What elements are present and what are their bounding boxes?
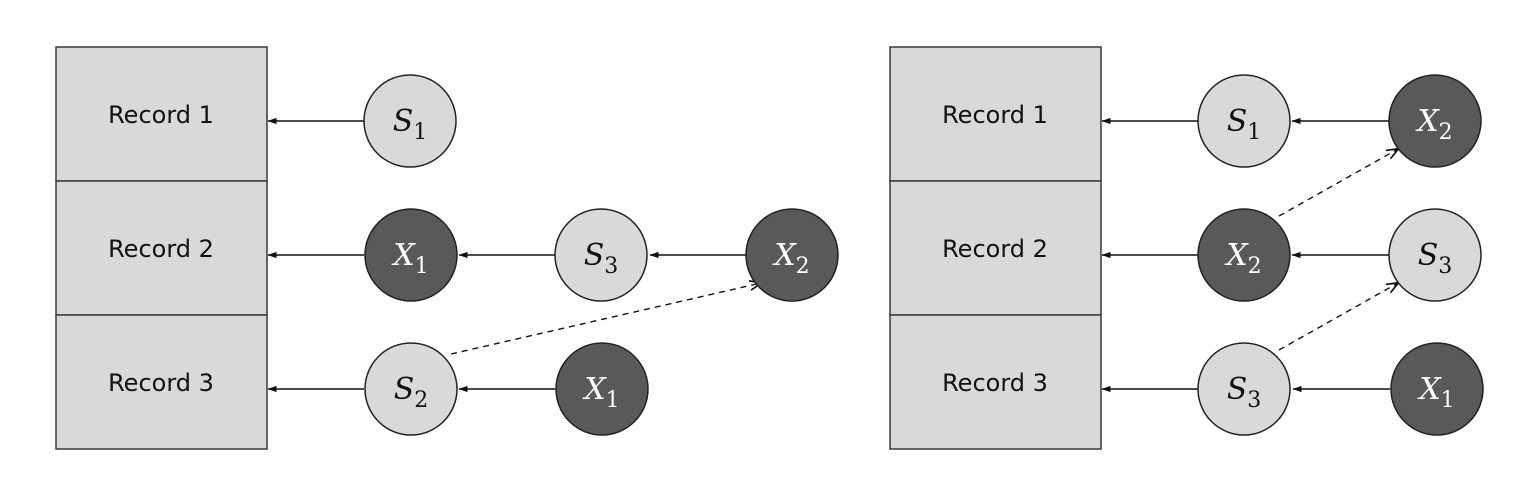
left-record-stack: Record 1 Record 2 Record 3 xyxy=(55,46,268,450)
svg-text:S3: S3 xyxy=(1418,238,1453,279)
node-sub: 3 xyxy=(1438,254,1452,279)
node-s3: S3 xyxy=(554,208,648,302)
left-edges xyxy=(267,117,761,393)
record-1-box xyxy=(889,46,1102,182)
node-s2: S2 xyxy=(364,342,458,436)
node-x2-middle: X2 xyxy=(1197,208,1291,302)
left-nodes: S1 X1 S3 X2 S2 X1 xyxy=(363,74,839,436)
node-x2: X2 xyxy=(745,208,839,302)
node-x2-top: X2 xyxy=(1388,74,1482,168)
node-sub: 2 xyxy=(1439,120,1453,145)
svg-text:X2: X2 xyxy=(772,238,809,279)
right-diagram: Record 1 Record 2 Record 3 S1 X2 xyxy=(889,46,1484,450)
svg-text:X1: X1 xyxy=(582,372,619,413)
record-3-label: Record 3 xyxy=(942,369,1048,397)
node-sub: 1 xyxy=(413,120,427,145)
svg-text:S1: S1 xyxy=(393,104,428,145)
record-3-label: Record 3 xyxy=(108,369,214,397)
right-record-stack: Record 1 Record 2 Record 3 xyxy=(889,46,1102,450)
node-var: S xyxy=(584,238,605,273)
node-sub: 1 xyxy=(1441,388,1455,413)
node-var: X xyxy=(582,372,607,407)
node-x1: X1 xyxy=(364,208,458,302)
node-sub: 2 xyxy=(414,388,428,413)
svg-text:S3: S3 xyxy=(584,238,619,279)
node-s3-bottom: S3 xyxy=(1197,342,1291,436)
node-sub: 3 xyxy=(604,254,618,279)
svg-text:S2: S2 xyxy=(394,372,429,413)
node-s1: S1 xyxy=(1197,74,1291,168)
record-3-box xyxy=(889,314,1102,450)
right-nodes: S1 X2 X2 S3 S3 X1 xyxy=(1197,74,1484,436)
node-var: S xyxy=(1227,372,1248,407)
node-sub: 2 xyxy=(1248,254,1262,279)
node-sub: 3 xyxy=(1247,388,1261,413)
record-2-box xyxy=(55,180,268,316)
record-2-label: Record 2 xyxy=(108,235,214,263)
node-var: X xyxy=(391,238,416,273)
node-var: X xyxy=(772,238,797,273)
node-var: S xyxy=(1418,238,1439,273)
svg-text:X1: X1 xyxy=(391,238,428,279)
node-x1-bottom: X1 xyxy=(555,342,649,436)
edge-dashed-x2-to-x2 xyxy=(1278,149,1398,217)
node-x1: X1 xyxy=(1390,342,1484,436)
svg-text:X2: X2 xyxy=(1224,238,1261,279)
edge-dashed-s3-to-s3 xyxy=(1278,283,1398,351)
node-var: S xyxy=(393,104,414,139)
svg-text:X2: X2 xyxy=(1415,104,1452,145)
node-var: X xyxy=(1224,238,1249,273)
node-var: X xyxy=(1415,104,1440,139)
node-sub: 1 xyxy=(606,388,620,413)
node-var: S xyxy=(394,372,415,407)
node-s3-middle: S3 xyxy=(1388,208,1482,302)
node-sub: 2 xyxy=(796,254,810,279)
left-diagram: Record 1 Record 2 Record 3 S1 X1 xyxy=(55,46,839,450)
svg-text:S3: S3 xyxy=(1227,372,1262,413)
node-s1: S1 xyxy=(363,74,457,168)
svg-text:S1: S1 xyxy=(1227,104,1262,145)
edge-dashed-s2-to-x2 xyxy=(450,283,761,355)
right-edges xyxy=(1101,117,1398,393)
record-1-box xyxy=(55,46,268,182)
record-2-label: Record 2 xyxy=(942,235,1048,263)
record-1-label: Record 1 xyxy=(108,101,214,129)
node-var: X xyxy=(1417,372,1442,407)
node-var: S xyxy=(1227,104,1248,139)
svg-text:X1: X1 xyxy=(1417,372,1454,413)
node-sub: 1 xyxy=(415,254,429,279)
record-3-box xyxy=(55,314,268,450)
record-1-label: Record 1 xyxy=(942,101,1048,129)
node-sub: 1 xyxy=(1247,120,1261,145)
